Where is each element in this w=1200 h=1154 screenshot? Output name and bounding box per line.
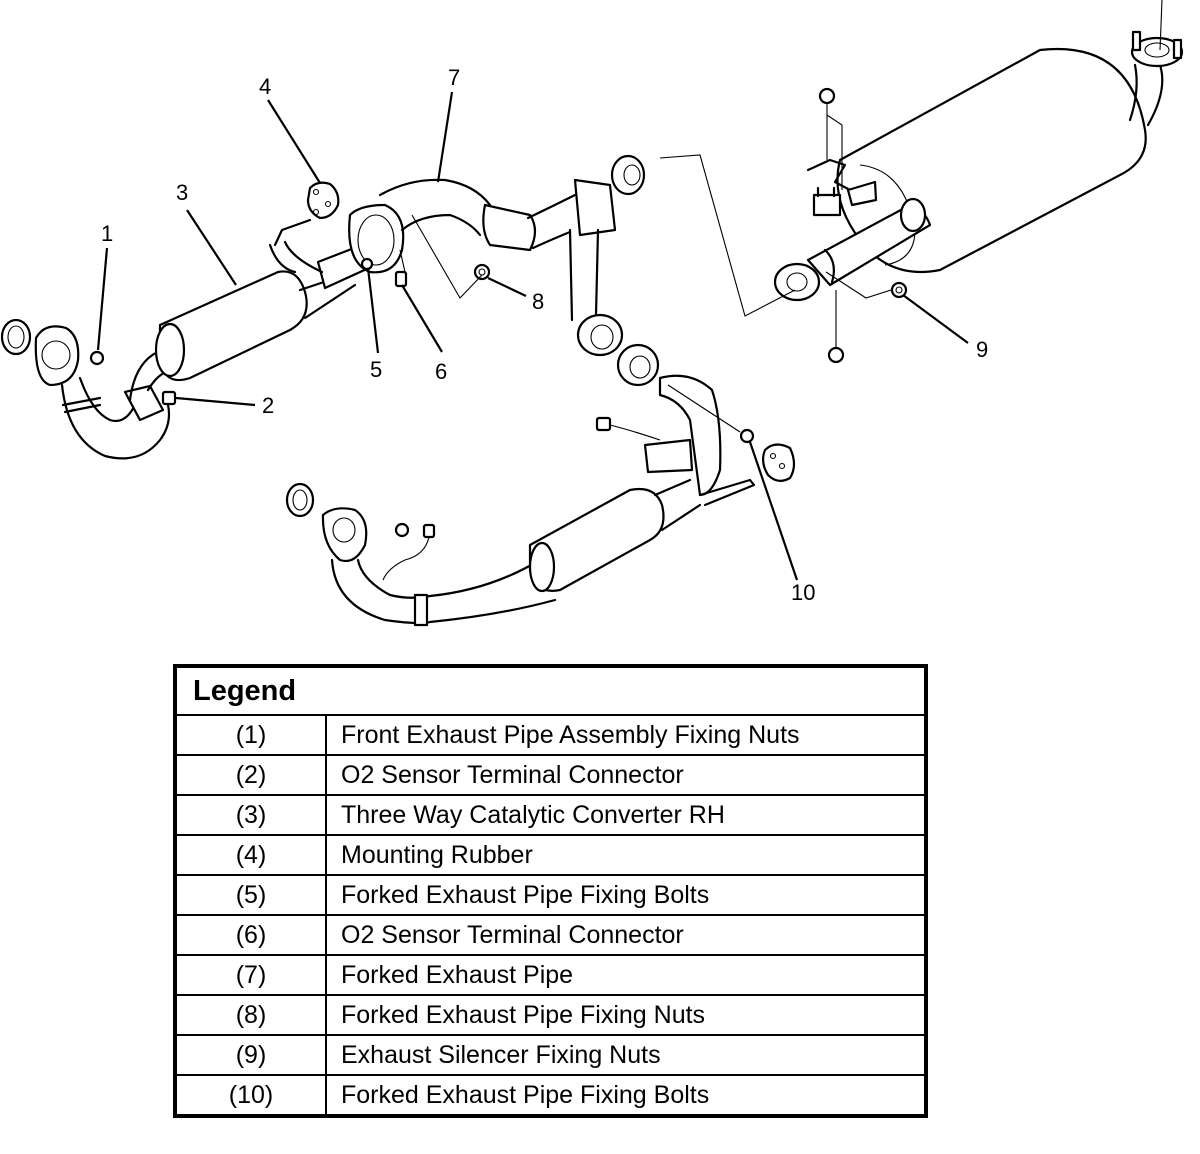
front-exhaust-pipe-rh bbox=[0, 318, 177, 460]
legend-description: Forked Exhaust Pipe Fixing Nuts bbox=[325, 994, 927, 1036]
legend-row: (5)Forked Exhaust Pipe Fixing Bolts bbox=[174, 874, 927, 916]
legend-description: Forked Exhaust Pipe Fixing Bolts bbox=[325, 1074, 927, 1117]
callout-6: 6 bbox=[435, 359, 447, 384]
catalytic-converter-rh bbox=[128, 218, 384, 402]
legend-row: (7)Forked Exhaust Pipe bbox=[174, 954, 927, 996]
mounting-rubber-top bbox=[306, 181, 340, 220]
front-exhaust-pipe-lh bbox=[285, 478, 702, 627]
callout-7: 7 bbox=[448, 65, 460, 90]
callout-labels: 1 2 3 4 5 6 7 8 9 10 bbox=[101, 65, 988, 605]
exhaust-system-diagram: 1 2 3 4 5 6 7 8 9 10 bbox=[0, 0, 1184, 627]
callout-9: 9 bbox=[976, 337, 988, 362]
legend-number: (9) bbox=[174, 1034, 327, 1076]
callout-4: 4 bbox=[259, 74, 271, 99]
legend-number: (1) bbox=[174, 714, 327, 756]
callout-10: 10 bbox=[791, 580, 815, 605]
legend-header-row: Legend bbox=[174, 665, 927, 716]
legend-description: Mounting Rubber bbox=[325, 834, 927, 876]
legend-row: (9)Exhaust Silencer Fixing Nuts bbox=[174, 1034, 927, 1076]
legend-description: Exhaust Silencer Fixing Nuts bbox=[325, 1034, 927, 1076]
legend-number: (10) bbox=[174, 1074, 327, 1117]
legend-number: (7) bbox=[174, 954, 327, 996]
legend-table: Legend (1)Front Exhaust Pipe Assembly Fi… bbox=[173, 664, 928, 1118]
legend-row: (1)Front Exhaust Pipe Assembly Fixing Nu… bbox=[174, 714, 927, 756]
forked-pipe-fasteners bbox=[360, 154, 796, 482]
exhaust-silencer bbox=[773, 0, 1184, 302]
legend-row: (2)O2 Sensor Terminal Connector bbox=[174, 754, 927, 796]
legend-row: (3)Three Way Catalytic Converter RH bbox=[174, 794, 927, 836]
legend-row: (4)Mounting Rubber bbox=[174, 834, 927, 876]
callout-8: 8 bbox=[532, 289, 544, 314]
legend-number: (2) bbox=[174, 754, 327, 796]
legend-row: (6)O2 Sensor Terminal Connector bbox=[174, 914, 927, 956]
legend-number: (5) bbox=[174, 874, 327, 916]
legend-row: (10)Forked Exhaust Pipe Fixing Bolts bbox=[174, 1074, 927, 1117]
forked-exhaust-pipe bbox=[348, 154, 756, 507]
leader-lines bbox=[96, 91, 969, 581]
legend-number: (4) bbox=[174, 834, 327, 876]
callout-2: 2 bbox=[262, 393, 274, 418]
legend-row: (8)Forked Exhaust Pipe Fixing Nuts bbox=[174, 994, 927, 1036]
legend-description: Three Way Catalytic Converter RH bbox=[325, 794, 927, 836]
legend-description: O2 Sensor Terminal Connector bbox=[325, 754, 927, 796]
legend-description: Forked Exhaust Pipe bbox=[325, 954, 927, 996]
legend-number: (6) bbox=[174, 914, 327, 956]
legend-title: Legend bbox=[174, 665, 927, 716]
callout-1: 1 bbox=[101, 221, 113, 246]
silencer-fixing-nuts bbox=[818, 87, 908, 364]
legend-description: O2 Sensor Terminal Connector bbox=[325, 914, 927, 956]
legend-number: (3) bbox=[174, 794, 327, 836]
callout-3: 3 bbox=[176, 180, 188, 205]
callout-5: 5 bbox=[370, 357, 382, 382]
legend-description: Forked Exhaust Pipe Fixing Bolts bbox=[325, 874, 927, 916]
legend-number: (8) bbox=[174, 994, 327, 1036]
legend-description: Front Exhaust Pipe Assembly Fixing Nuts bbox=[325, 714, 927, 756]
